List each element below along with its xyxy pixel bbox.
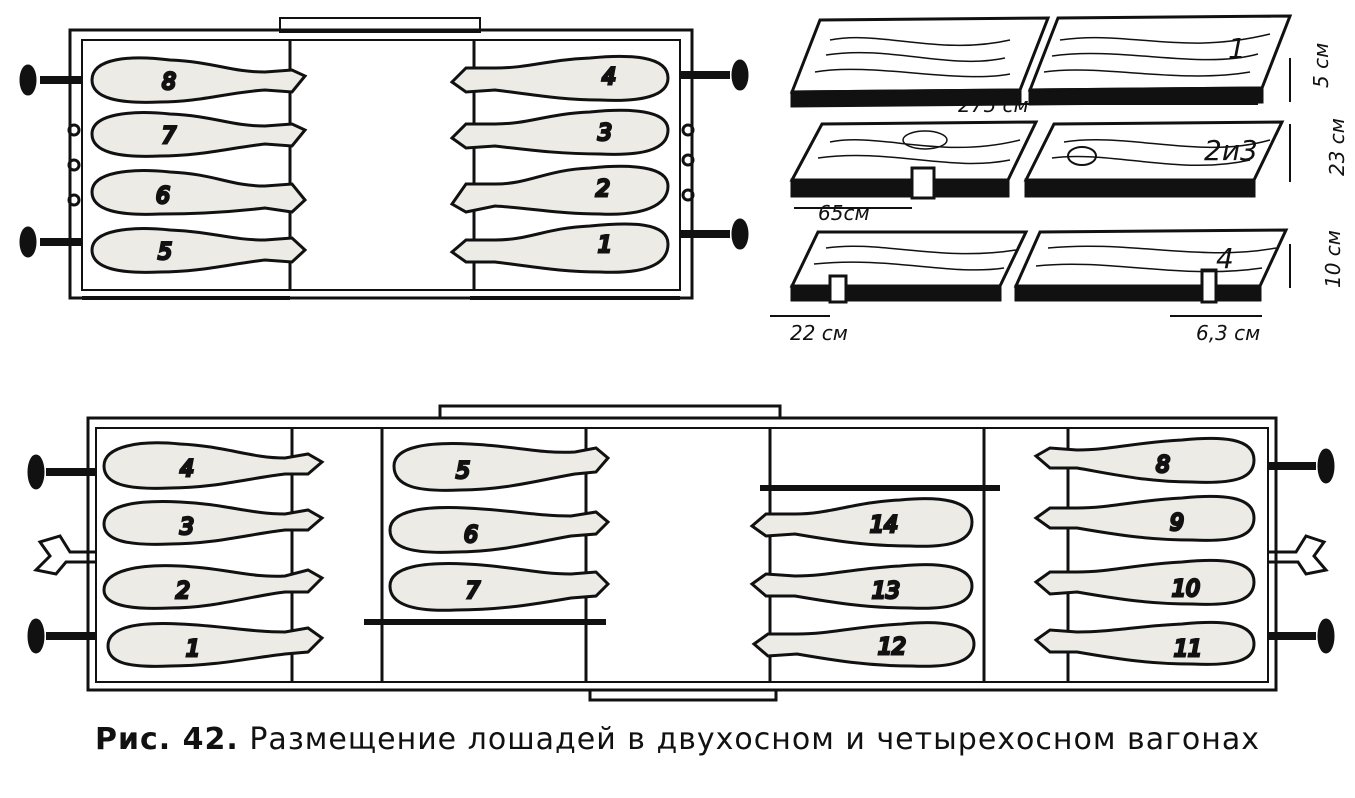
horse-4ax-10: 10: [1033, 558, 1256, 606]
four-axle-buffer-right-bottom: [1268, 618, 1335, 654]
horse-4ax-14: 14: [749, 497, 974, 548]
four-axle-buffer-right-top: [1268, 448, 1335, 484]
two-axle-horses: 8 7 6 5 4 3 2 1: [90, 54, 670, 274]
dim-notch-offset-65: 65см: [818, 201, 870, 225]
horse-number: 2: [596, 177, 610, 202]
horse-number: 11: [1174, 637, 1202, 662]
four-axle-car-inner-wall: [95, 427, 1269, 683]
two-axle-buffer-left-top: [19, 64, 82, 96]
horse-2ax-1: 1: [449, 222, 670, 274]
horse-2ax-4: 4: [449, 54, 670, 102]
horse-4ax-3: 3: [102, 500, 325, 546]
horse-4ax-8: 8: [1033, 436, 1256, 484]
horse-2ax-2: 2: [449, 164, 670, 216]
horse-4ax-12: 12: [751, 621, 976, 668]
horse-2ax-5: 5: [90, 227, 308, 274]
two-axle-buffer-right-bottom: [680, 218, 749, 250]
planks-detail: 1 2и3 4: [770, 14, 1349, 345]
horse-number: 8: [162, 70, 176, 95]
horse-4ax-1: 1: [106, 622, 325, 668]
four-axle-car: [27, 404, 1335, 702]
plank-label: 2и3: [1204, 134, 1258, 167]
horse-number: 2: [176, 579, 190, 604]
horse-number: 13: [872, 579, 900, 604]
dim-notch-63: 6,3 см: [1196, 321, 1260, 345]
horse-number: 4: [180, 457, 194, 482]
horse-number: 6: [156, 184, 170, 209]
dim-height-4: 10 см: [1321, 230, 1345, 288]
horse-number: 6: [464, 523, 478, 548]
plank-label: 4: [1216, 242, 1234, 275]
four-axle-coupler-left: [32, 534, 96, 576]
figure-caption-prefix: Рис. 42.: [95, 722, 239, 757]
horse-number: 7: [466, 579, 480, 604]
figure-caption-text: Размещение лошадей в двухосном и четырех…: [249, 722, 1260, 757]
two-axle-buffer-left-bottom: [19, 226, 82, 258]
four-axle-buffer-left-bottom: [27, 618, 96, 654]
horse-number: 3: [180, 515, 194, 540]
horse-number: 1: [598, 233, 612, 258]
horse-4ax-7: 7: [388, 562, 611, 612]
two-axle-door-top: [279, 17, 481, 33]
horse-number: 14: [870, 513, 898, 538]
horse-4ax-2: 2: [102, 564, 325, 610]
two-axle-car-inner-wall: [81, 39, 681, 291]
horse-number: 8: [1156, 453, 1170, 478]
four-axle-buffer-left-top: [27, 454, 96, 490]
horse-number: 7: [162, 124, 176, 149]
horse-number: 5: [158, 240, 172, 265]
horse-number: 1: [186, 637, 200, 662]
plank-label: 1: [1228, 32, 1246, 65]
horse-number: 9: [1170, 511, 1184, 536]
horse-4ax-6: 6: [388, 506, 611, 554]
horse-number: 3: [598, 121, 612, 146]
dim-length: 275 см: [958, 93, 1029, 117]
horse-number: 5: [456, 459, 470, 484]
four-axle-car-body: [86, 416, 1278, 692]
plank-4: 4: [789, 228, 1289, 304]
horse-2ax-3: 3: [449, 108, 670, 156]
dim-width-23: 23 см: [1325, 118, 1349, 176]
horse-4ax-11: 11: [1033, 620, 1256, 666]
horse-2ax-7: 7: [90, 111, 308, 158]
plank-dimensions: [770, 58, 1291, 317]
four-axle-horses: 4 3 2 1 5 6 7 14: [102, 436, 1256, 668]
figure-caption: Рис. 42. Размещение лошадей в двухосном …: [0, 722, 1355, 757]
horse-number: 10: [1172, 577, 1200, 602]
horse-number: 12: [878, 635, 906, 660]
horse-4ax-5: 5: [392, 442, 611, 492]
plank-1: 1: [789, 14, 1293, 108]
horse-4ax-9: 9: [1033, 494, 1256, 542]
horse-4ax-13: 13: [749, 563, 974, 610]
horse-4ax-4: 4: [102, 441, 325, 490]
plank-2-and-3: 2и3: [789, 120, 1285, 200]
horse-number: 4: [602, 65, 616, 90]
dim-notch-22: 22 см: [790, 321, 848, 345]
horse-2ax-6: 6: [90, 169, 308, 216]
four-axle-coupler-right: [1268, 534, 1329, 576]
two-axle-buffer-right-top: [680, 59, 749, 91]
dim-thickness-1: 5 см: [1309, 43, 1333, 88]
horse-2ax-8: 8: [90, 56, 308, 104]
